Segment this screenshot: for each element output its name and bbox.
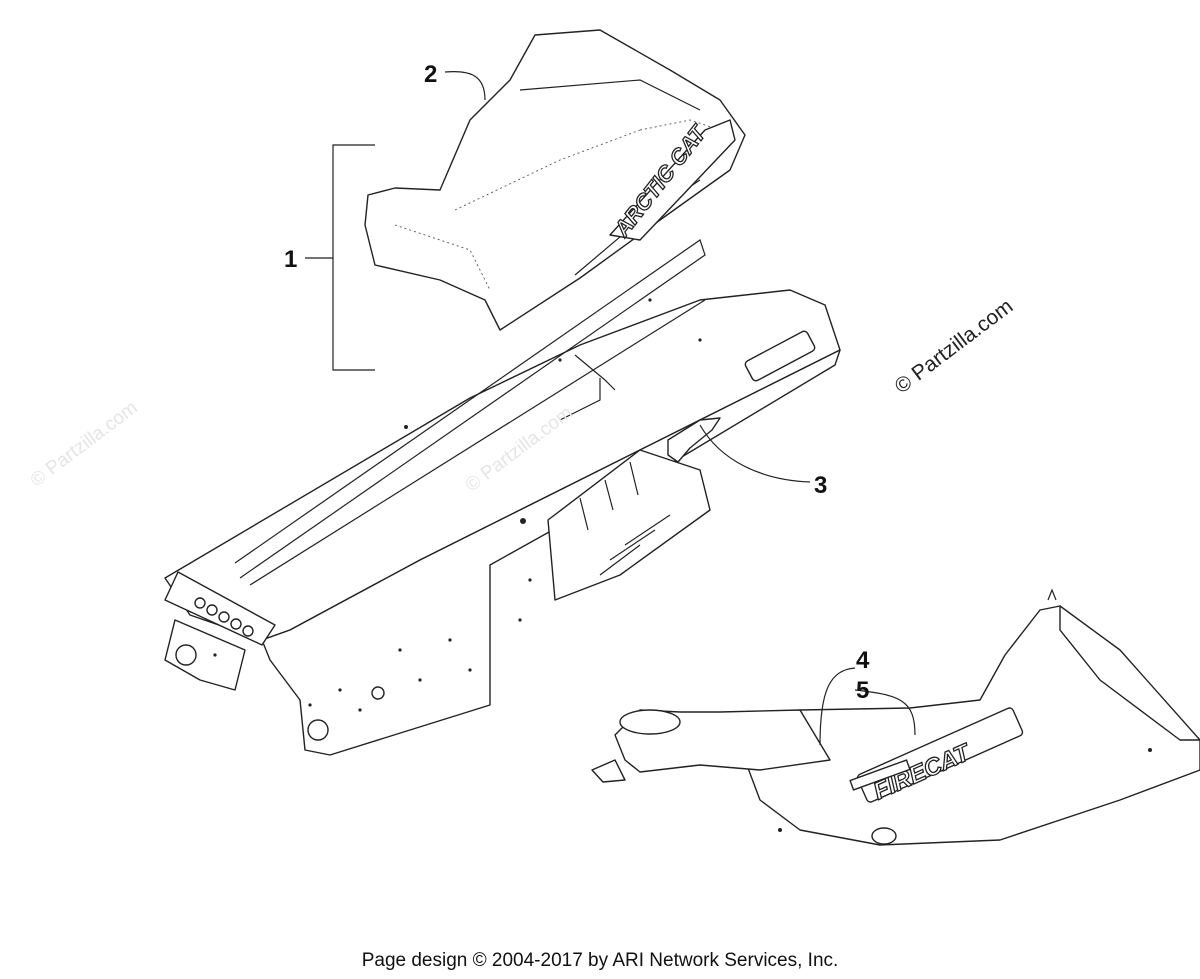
callout-5: 5 [856,677,869,704]
rear-bracket-holes [194,597,254,637]
callouts: 1 2 3 4 5 [284,61,870,704]
callout-3: 3 [814,472,827,499]
seat: ARCTIC CAT [364,29,746,331]
tunnel-assembly [164,239,841,756]
hood-assembly: FIRECAT [591,588,1200,846]
callout-1: 1 [284,246,297,273]
callout-2: 2 [424,61,437,88]
rivets [213,298,702,712]
callout-4: 4 [856,647,870,674]
leader-lines [305,71,916,746]
page-footer: Page design © 2004-2017 by ARI Network S… [361,950,839,971]
